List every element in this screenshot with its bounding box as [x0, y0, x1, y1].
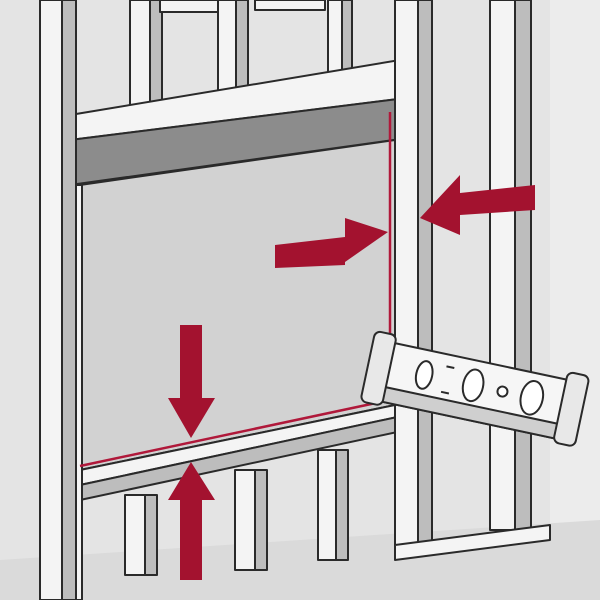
arrow-up-icon	[168, 462, 215, 580]
bottom-cripple-studs	[124, 449, 349, 576]
vial-icon	[414, 360, 434, 390]
right-stud	[394, 0, 551, 561]
vial-icon	[461, 368, 485, 403]
horizontal-laser-line	[79, 398, 391, 468]
arrow-right-icon	[275, 218, 388, 268]
arrow-left-icon	[420, 175, 535, 235]
top-cripple-studs	[129, 0, 353, 111]
vial-icon	[519, 380, 545, 416]
laser-level-tool	[360, 330, 590, 447]
arrow-down-icon	[168, 325, 215, 438]
left-stud	[39, 0, 83, 600]
right-room-wall	[550, 0, 600, 600]
